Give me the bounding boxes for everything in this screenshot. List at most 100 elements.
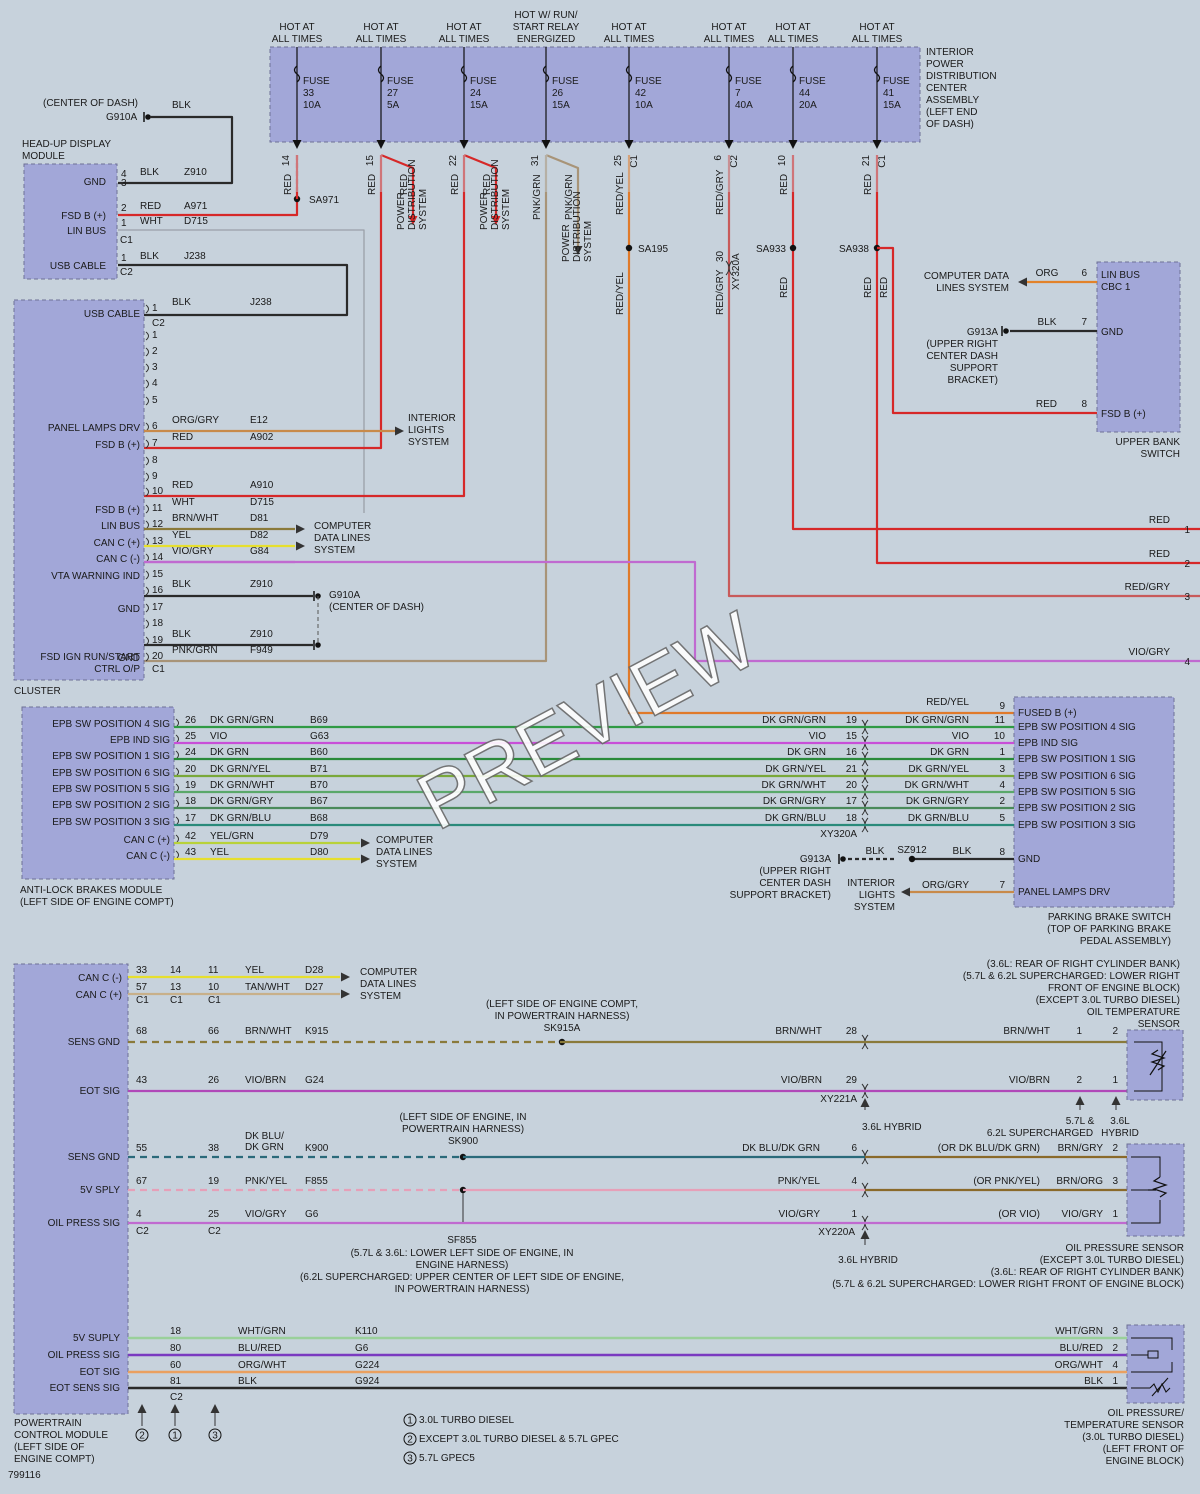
circuit-id: K900 bbox=[305, 1143, 329, 1154]
fuse-label: 15A bbox=[883, 100, 901, 111]
fuse-box-title: DISTRIBUTION bbox=[926, 71, 997, 82]
wire-color: (OR PNK/YEL) bbox=[973, 1176, 1040, 1187]
wire-color: DK GRN/GRN bbox=[210, 715, 274, 726]
splice-id: SF855 bbox=[447, 1235, 477, 1246]
pin-number: 19 bbox=[185, 780, 197, 791]
module-title: PARKING BRAKE SWITCH bbox=[1048, 912, 1171, 923]
legend-text: 3.0L TURBO DIESEL bbox=[419, 1415, 514, 1426]
pin-label: SENS GND bbox=[68, 1152, 120, 1163]
pin-number: 20 bbox=[185, 764, 197, 775]
pin-number: 20 bbox=[152, 651, 164, 662]
pin-number: 9 bbox=[999, 701, 1005, 712]
system-label: COMPUTER DATA bbox=[924, 271, 1010, 282]
wire-color: RED bbox=[172, 432, 193, 443]
wire-color: PNK/GRN bbox=[564, 174, 575, 220]
hot-at-label: ENERGIZED bbox=[517, 34, 575, 45]
module-title: (LEFT SIDE OF bbox=[14, 1442, 84, 1453]
pin-number: 25 bbox=[185, 731, 197, 742]
pin-number: 3 bbox=[999, 764, 1005, 775]
wire-color: (OR VIO) bbox=[998, 1209, 1040, 1220]
hot-at-label: HOT AT bbox=[611, 22, 646, 33]
pin-label: EOT SIG bbox=[80, 1367, 121, 1378]
pin-number: 1 bbox=[1112, 1209, 1118, 1220]
circuit-id: J238 bbox=[250, 297, 272, 308]
sensor-title: (3.0L TURBO DIESEL) bbox=[1082, 1432, 1184, 1443]
splice-note: POWERTRAIN HARNESS) bbox=[402, 1124, 524, 1135]
pin-number: 6 bbox=[713, 155, 724, 161]
circuit-id: Z910 bbox=[184, 167, 207, 178]
pin-number: 2 bbox=[1112, 1343, 1118, 1354]
pin-number: 7 bbox=[152, 438, 158, 449]
pin-number: 7 bbox=[1081, 317, 1087, 328]
wire-color: VIO/GRY bbox=[779, 1209, 821, 1220]
wire-color: BRN/WHT bbox=[1003, 1026, 1050, 1037]
connector-id: C2 bbox=[170, 1392, 183, 1403]
pin-number: 57 bbox=[136, 982, 148, 993]
wire-color: DK GRN/BLU bbox=[908, 813, 969, 824]
module-title: (TOP OF PARKING BRAKE bbox=[1047, 924, 1171, 935]
pin-number: 80 bbox=[170, 1343, 182, 1354]
pin-number: 43 bbox=[185, 847, 197, 858]
splice-note: (6.2L SUPERCHARGED: UPPER CENTER OF LEFT… bbox=[300, 1272, 624, 1283]
pin-number: 5 bbox=[999, 813, 1005, 824]
wire-color: VIO/GRY bbox=[172, 546, 214, 557]
fuse-box-title: ASSEMBLY bbox=[926, 95, 979, 106]
arrow-icon bbox=[1018, 277, 1027, 287]
wire-color: DK GRN/GRN bbox=[762, 715, 826, 726]
connector-pin-icon bbox=[788, 140, 798, 149]
circuit-id: B70 bbox=[310, 780, 328, 791]
pin-number: 2 bbox=[1112, 1143, 1118, 1154]
variant-label: 6.2L SUPERCHARGED bbox=[987, 1128, 1093, 1139]
wire-color: VIO/BRN bbox=[245, 1075, 286, 1086]
pin-label: EPB SW POSITION 3 SIG bbox=[1018, 820, 1136, 831]
wire-color: YEL bbox=[245, 965, 264, 976]
wire-color: BLK bbox=[172, 297, 191, 308]
system-label: POWER bbox=[396, 192, 407, 230]
module-title: (LEFT SIDE OF ENGINE COMPT) bbox=[20, 897, 174, 908]
pin-label: SENS GND bbox=[68, 1037, 120, 1048]
wire-color: BLK bbox=[172, 579, 191, 590]
wire-color: DK GRN/WHT bbox=[762, 780, 826, 791]
pin-number: 19 bbox=[208, 1176, 220, 1187]
pin-label: FSD B (+) bbox=[95, 440, 140, 451]
wire-color: DK GRN/YEL bbox=[765, 764, 826, 775]
system-label: COMPUTER bbox=[314, 521, 371, 532]
pin-number: 8 bbox=[152, 455, 158, 466]
wire-color: PNK/YEL bbox=[778, 1176, 821, 1187]
connector-pin-icon bbox=[724, 140, 734, 149]
thermistor-icon bbox=[1149, 1377, 1171, 1397]
connector-id: C1 bbox=[170, 995, 183, 1006]
wire-color: YEL/GRN bbox=[210, 831, 254, 842]
wire-color: WHT/GRN bbox=[1055, 1326, 1103, 1337]
ground-id: G913A bbox=[967, 327, 998, 338]
legend-number-icon bbox=[403, 1432, 417, 1446]
splice-note: SK915A bbox=[544, 1023, 581, 1034]
pin-number: 55 bbox=[136, 1143, 148, 1154]
pin-icon bbox=[145, 636, 149, 646]
circuit-id: G224 bbox=[355, 1360, 380, 1371]
wire-color: RED/YEL bbox=[615, 172, 626, 215]
system-label: SYSTEM bbox=[501, 189, 512, 230]
pin-label: USB CABLE bbox=[50, 261, 106, 272]
dash-mask bbox=[727, 150, 731, 192]
connector-id: C1 bbox=[120, 235, 133, 246]
pin-number: 1 bbox=[152, 330, 158, 341]
pin-label: FSD IGN RUN/START bbox=[40, 652, 140, 663]
system-label: LINES SYSTEM bbox=[936, 283, 1009, 294]
wire-color: DK GRN/YEL bbox=[908, 764, 969, 775]
wire-color: ORG/WHT bbox=[1055, 1360, 1103, 1371]
system-label: POWER bbox=[561, 224, 572, 262]
wire-color: PNK/YEL bbox=[245, 1176, 288, 1187]
off-page-ref: 2 bbox=[1184, 559, 1190, 570]
pin-number: 4 bbox=[851, 1176, 857, 1187]
system-label: SYSTEM bbox=[376, 859, 417, 870]
pin-icon bbox=[175, 850, 179, 860]
pin-number: 66 bbox=[208, 1026, 220, 1037]
system-label: LIGHTS bbox=[408, 425, 444, 436]
pin-icon bbox=[175, 799, 179, 809]
pin-number: 4 bbox=[152, 378, 158, 389]
wire-color: BLU/RED bbox=[1060, 1343, 1103, 1354]
pin-number: 4 bbox=[999, 780, 1005, 791]
sensor-title: (LEFT FRONT OF bbox=[1103, 1444, 1184, 1455]
